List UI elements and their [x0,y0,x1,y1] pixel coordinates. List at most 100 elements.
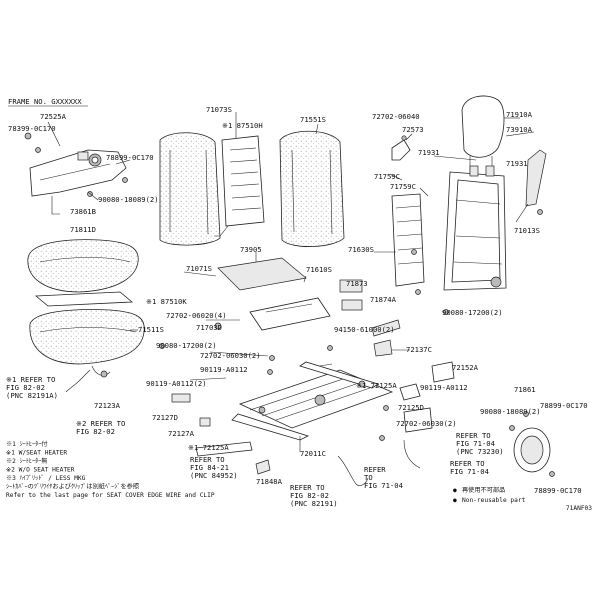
part-number-label: 78899-0C170 [534,486,582,495]
part-number-labels: 72525A78399-0C17078899-0C17090080-18089(… [8,105,588,495]
part-number-label: 72573 [402,125,424,134]
footnote-line: Refer to the last page for SEAT COVER ED… [6,492,215,499]
adjuster-clip-graphic [199,417,211,427]
part-number-label: ※1 87510K [146,297,187,306]
part-number-label: 78899-0C170 [540,401,588,410]
footnote-line: ※2 ｼｰﾄﾋｰﾀｰ無 [6,457,47,465]
cushion-board-graphic [217,257,331,331]
reference-label: FIG 82-02 [6,383,45,392]
part-number-label: 90080-18089(2) [480,407,541,416]
reference-label: REFER [364,465,386,474]
part-number-label: 71811D [70,225,96,234]
harness-wire-graphic [337,455,369,486]
reference-label: REFER TO [190,455,225,464]
reference-label: ※2 REFER TO [76,419,125,428]
part-number-label: 71861 [514,385,536,394]
seat-cushion-pad-graphic [27,239,139,307]
seat-switch-graphic [403,407,433,433]
reference-label: FIG 82-02 [290,491,329,500]
part-number-label: 72011C [300,449,326,458]
reference-label: FIG 71-04 [364,481,403,490]
shield-cover-graphic [341,299,363,311]
part-number-label: ※1 72125A [188,443,229,452]
part-number-label: 90119-A0112 [200,365,248,374]
seatback-spring-graphic [391,193,425,287]
recliner-bracket-graphic [391,135,411,161]
reference-label: (PNC 82191) [290,499,338,508]
footnote-line: ※2 W/O SEAT HEATER [6,467,75,474]
reference-label: FIG 82-02 [76,427,115,436]
footnote-line: ※3 ﾊｲﾌﾞﾘｯﾄﾞ / LESS MKG [6,475,86,482]
reference-label: TO [364,473,373,482]
part-number-label: ※1 87510H [222,121,263,130]
part-number-label: 71071S [186,264,212,273]
part-number-label: 90080-17200(2) [442,308,503,317]
reference-label: FIG 71-04 [456,439,495,448]
part-number-label: 90080-18089(2) [98,195,159,204]
part-number-label: 72702-06020(4) [166,311,227,320]
part-number-label: 73905 [240,245,262,254]
reference-label: ※1 REFER TO [6,375,55,384]
part-number-label: 90080-17200(2) [156,341,217,350]
part-number-label: 72152A [452,363,479,372]
part-number-label: 71610S [306,265,332,274]
adjuster-link-graphic [195,441,253,457]
seatback-heater-graphic [214,135,265,237]
part-number-label: 73861B [70,207,96,216]
seatback-cover-graphic [159,132,221,246]
reference-label: REFER TO [450,459,485,468]
legend-symbol-1: ● [453,487,457,494]
legend-text-2: Non-reusable part [462,497,526,504]
diagram-code: 71ANF03 [566,505,592,512]
rail-cover-rear-graphic [399,383,421,401]
part-number-label: 78399-0C170 [8,124,56,133]
reference-label: FIG 84-21 [190,463,229,472]
part-number-label: 72137C [406,345,432,354]
frame-number: FRAME NO. GXXXXXX [8,97,82,106]
seatback-frame-graphic [443,165,507,291]
seatback-pad-graphic [279,130,345,247]
part-number-label: 71551S [300,115,326,124]
recliner-cover-graphic [373,339,393,357]
footnote-line: ※1 W/SEAT HEATER [6,450,67,457]
harness-wire-right-graphic [403,439,421,469]
part-number-label: 72702-06030(2) [200,351,261,360]
part-number-label: 72127A [168,429,195,438]
part-number-label: 94150-61000(2) [334,325,395,334]
shield-cap-graphic [339,279,363,293]
rail-cover-graphic [255,459,271,475]
reference-label: (PNC 73230) [456,447,504,456]
reference-label: (PNC 82191A) [6,391,58,400]
part-number-label: 73910A [506,125,533,134]
seat-sensor-graphic [431,361,455,383]
legend-symbol-2: ● [453,497,457,504]
part-number-label: 72702-06030(2) [396,419,457,428]
part-number-label: 72525A [40,112,67,121]
fastener-graphics [24,132,555,477]
part-number-label: ※1 72125A [356,381,397,390]
part-number-label: 72127D [152,413,178,422]
part-number-label: 90119-A0112 [420,383,468,392]
part-number-label: 72123A [94,401,121,410]
cushion-side-cover-graphic [513,427,551,473]
reference-label: REFER TO [456,431,491,440]
part-number-label: 71910A [506,110,533,119]
part-number-label: 90119-A0112(2) [146,379,207,388]
reference-label: (PNC 84952) [190,471,238,480]
footnotes: ※1 ｼｰﾄﾋｰﾀｰ付 ※1 W/SEAT HEATER※2 ｼｰﾄﾋｰﾀｰ無 ※2… [6,440,215,499]
footnote-line: ｼｰﾄｶﾊﾞｰのﾂﾞﾘﾜｲﾔおよびｸﾘｯﾌﾟは別紙ﾍﾟｰｼﾞを参照 [6,483,139,491]
part-number-label: 71759C [390,182,416,191]
part-number-label: 72125D [398,403,424,412]
part-number-label: 71013S [514,226,540,235]
part-number-label: 71073S [206,105,232,114]
part-number-label: 72702-06040 [372,112,420,121]
headrest-graphic [461,95,505,174]
reference-label: REFER TO [290,483,325,492]
part-number-label: 71931 [506,159,528,168]
legend: ● 再使用不可部品 ● Non-reusable part [453,486,526,504]
shield-trim-graphic [371,319,401,337]
footnote-line: ※1 ｼｰﾄﾋｰﾀｰ付 [6,440,47,448]
part-number-label: 78899-0C170 [106,153,154,162]
part-number-label: 71703D [196,323,222,332]
